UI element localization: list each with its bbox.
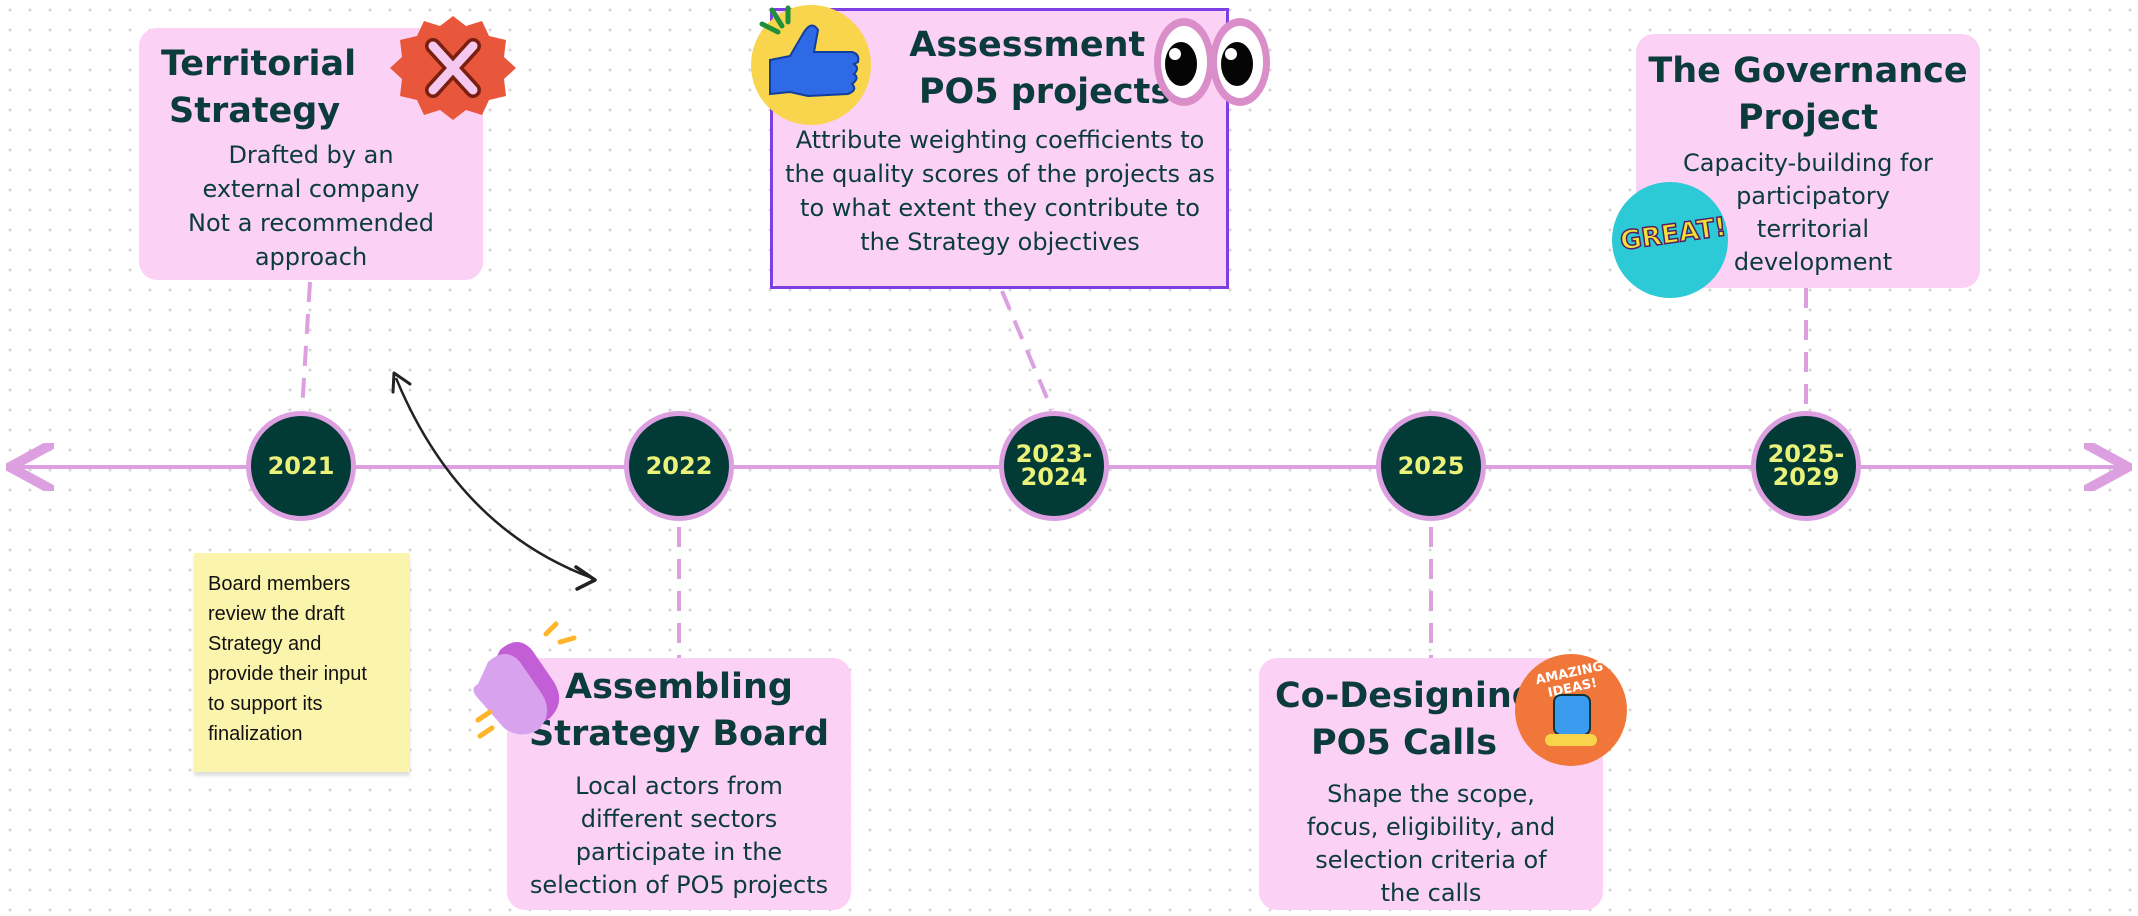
card-title-line: Strategy xyxy=(169,91,341,131)
great-sticker-icon: GREAT! xyxy=(1612,182,1729,298)
card-title: Territorial Strategy xyxy=(161,41,483,135)
card-desc-line: the calls xyxy=(1380,879,1482,907)
card-title-line: Strategy Board xyxy=(529,714,829,754)
great-sticker-text: GREAT! xyxy=(1618,211,1729,257)
card-desc-line: Drafted by an xyxy=(228,141,394,169)
card-title: Assembling Strategy Board xyxy=(507,664,851,758)
card-title-line: The Governance xyxy=(1648,51,1968,91)
card-description: Local actors from different sectors part… xyxy=(507,770,851,902)
card-title-line: Assessment of xyxy=(909,25,1197,65)
card-desc-line: Capacity-building for xyxy=(1683,149,1933,177)
amazing-ideas-sticker-icon: AMAZING IDEAS! xyxy=(1515,654,1627,766)
googly-eyes-icon xyxy=(1154,18,1270,106)
selection-outline xyxy=(770,8,1229,289)
card-description: Attribute weighting coefficients to the … xyxy=(772,123,1228,259)
close-x-badge-icon xyxy=(390,16,516,120)
card-title-line: PO5 Calls xyxy=(1311,723,1498,763)
card-title-line: PO5 projects xyxy=(918,72,1172,112)
sticky-note-line: review the draft xyxy=(208,603,345,625)
card-title-line: Territorial xyxy=(161,44,357,84)
card-desc-line: Not a recommended xyxy=(188,209,434,237)
connector-2021 xyxy=(300,281,312,411)
card-title-line: Project xyxy=(1737,98,1879,138)
card-desc-line: to what extent they contribute to xyxy=(800,194,1200,222)
card-title-line: Assembling xyxy=(565,667,793,707)
thumbs-up-icon xyxy=(751,5,871,125)
card-desc-line: external company xyxy=(202,175,420,203)
card-territorial-strategy[interactable]: Territorial Strategy Drafted by an exter… xyxy=(139,28,483,280)
sticker-character-icon xyxy=(1553,694,1591,736)
card-desc-line: focus, eligibility, and xyxy=(1306,813,1556,841)
card-assembling-strategy-board[interactable]: Assembling Strategy Board Local actors f… xyxy=(507,658,851,910)
card-desc-line: Shape the scope, xyxy=(1327,780,1535,808)
card-desc-line: participatory xyxy=(1736,182,1890,210)
card-assessment-po5[interactable]: Assessment of PO5 projects Attribute wei… xyxy=(772,10,1228,288)
clapping-hands-icon xyxy=(473,621,577,739)
card-desc-line: development xyxy=(1733,248,1893,276)
card-title: The Governance Project xyxy=(1636,48,1980,142)
card-desc-line: the Strategy objectives xyxy=(860,228,1140,256)
sticker-character-feet-icon xyxy=(1545,734,1597,746)
card-description: Shape the scope, focus, eligibility, and… xyxy=(1259,778,1603,910)
sticky-note-line: finalization xyxy=(208,723,303,745)
timeline-node-2025[interactable]: 2025 xyxy=(1376,411,1486,521)
card-desc-line: selection of PO5 projects xyxy=(529,871,829,899)
card-description: Capacity-building for participatory terr… xyxy=(1636,147,1980,279)
timeline-node-2023-2024[interactable]: 2023- 2024 xyxy=(999,411,1109,521)
card-desc-line: selection criteria of xyxy=(1315,846,1547,874)
card-desc-line: territorial xyxy=(1756,215,1870,243)
timeline-node-2021[interactable]: 2021 xyxy=(246,411,356,521)
sticky-note[interactable]: Board members review the draft Strategy … xyxy=(194,553,410,772)
timeline-node-2022[interactable]: 2022 xyxy=(624,411,734,521)
card-description: Drafted by an external company Not a rec… xyxy=(139,138,483,274)
card-title-line: Co-Designing xyxy=(1275,676,1537,716)
card-title: Assessment of PO5 projects xyxy=(862,22,1228,116)
card-desc-line: Attribute weighting coefficients to xyxy=(795,126,1205,154)
sticky-note-line: provide their input xyxy=(208,663,367,685)
sticky-note-line: to support its xyxy=(208,693,323,715)
timeline-node-2025-2029[interactable]: 2025- 2029 xyxy=(1751,411,1861,521)
connector-2023 xyxy=(1000,290,1054,411)
card-desc-line: different sectors xyxy=(580,805,778,833)
card-desc-line: approach xyxy=(254,243,368,271)
sticky-note-line: Strategy and xyxy=(208,633,322,655)
card-title: Co-Designing PO5 Calls xyxy=(1275,673,1603,767)
card-desc-line: Local actors from xyxy=(575,772,783,800)
sticky-note-line: Board members xyxy=(208,573,351,595)
card-desc-line: the quality scores of the projects as xyxy=(785,160,1215,188)
double-arrow-curve[interactable] xyxy=(391,371,597,591)
card-desc-line: participate in the xyxy=(575,838,783,866)
